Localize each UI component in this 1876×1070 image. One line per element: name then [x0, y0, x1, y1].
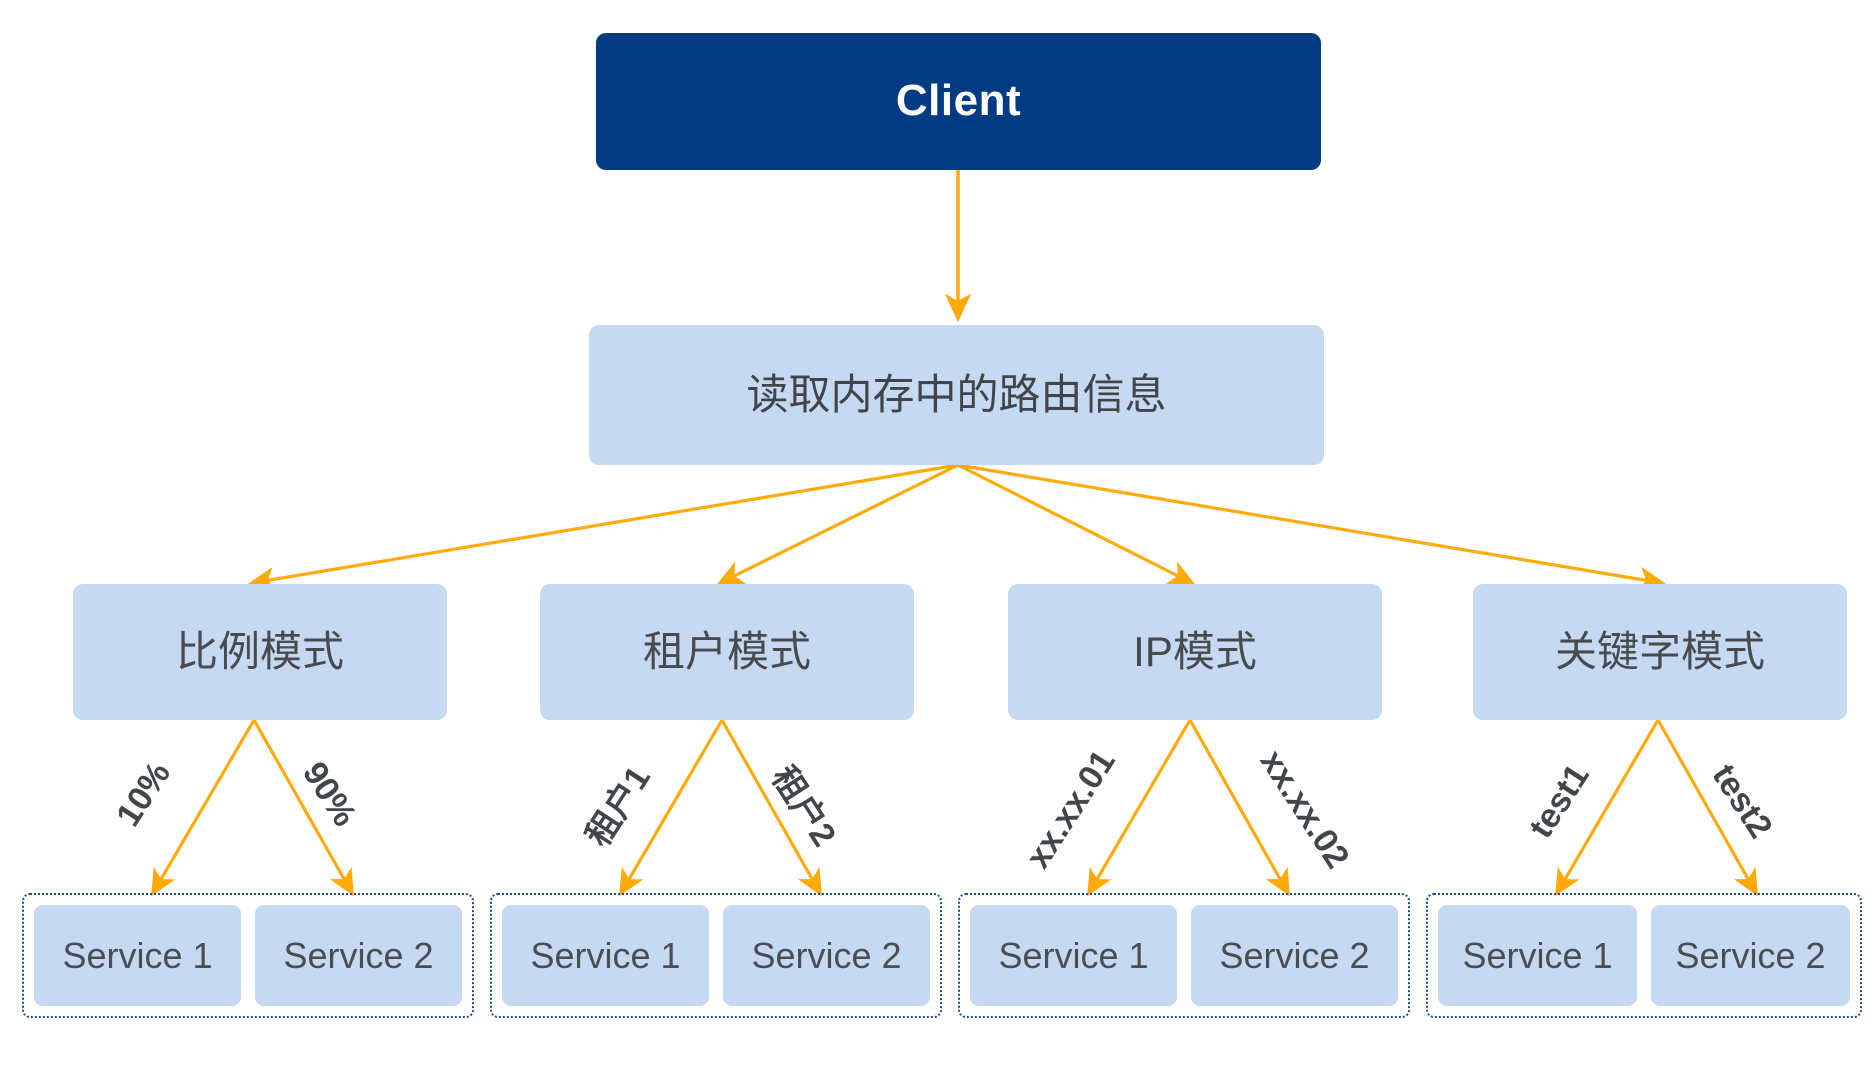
- edge-label-ip-01: xx.xx.01: [1018, 743, 1123, 876]
- service-box[interactable]: Service 2: [723, 905, 930, 1006]
- edge-label-ratio-10-percent: 10%: [109, 755, 179, 834]
- node-mode-ip-label: IP模式: [1133, 627, 1257, 675]
- edge-ratio-to-service1: [151, 719, 256, 897]
- node-mode-ip[interactable]: IP模式: [1008, 584, 1382, 720]
- service-box-label: Service 1: [62, 934, 213, 976]
- node-client[interactable]: Client: [596, 33, 1321, 170]
- service-box[interactable]: Service 1: [34, 905, 241, 1006]
- service-group-keyword: Service 1 Service 2: [1426, 893, 1862, 1018]
- edge-label-keyword-test2: test2: [1704, 757, 1780, 845]
- service-box-label: Service 2: [751, 934, 902, 976]
- edge-label-ip-02: xx.xx.02: [1252, 743, 1357, 876]
- edge-ip-to-service2: [1188, 719, 1290, 897]
- service-box[interactable]: Service 2: [1191, 905, 1398, 1006]
- edge-label-ratio-90-percent: 90%: [294, 755, 364, 834]
- node-mode-tenant-label: 租户模式: [642, 627, 811, 675]
- node-read-routing-info[interactable]: 读取内存中的路由信息: [589, 325, 1324, 465]
- node-mode-tenant[interactable]: 租户模式: [540, 584, 914, 720]
- node-mode-keyword-label: 关键字模式: [1554, 627, 1765, 675]
- node-mode-ratio-label: 比例模式: [175, 627, 344, 675]
- edge-label-keyword-test1: test1: [1521, 757, 1597, 845]
- edge-router-to-mode-keyword: [957, 463, 1666, 592]
- service-box[interactable]: Service 1: [970, 905, 1177, 1006]
- service-box[interactable]: Service 1: [502, 905, 709, 1006]
- edge-ip-to-service1: [1087, 719, 1192, 897]
- node-mode-keyword[interactable]: 关键字模式: [1473, 584, 1847, 720]
- edge-label-tenant-1: 租户1: [578, 759, 659, 854]
- service-box[interactable]: Service 2: [255, 905, 462, 1006]
- service-box-label: Service 1: [1462, 934, 1613, 976]
- node-read-routing-info-label: 读取内存中的路由信息: [746, 370, 1167, 418]
- service-box[interactable]: Service 2: [1651, 905, 1850, 1006]
- service-box-label: Service 2: [1219, 934, 1370, 976]
- service-group-ratio: Service 1 Service 2: [22, 893, 474, 1018]
- service-box-label: Service 1: [530, 934, 681, 976]
- node-mode-ratio[interactable]: 比例模式: [73, 584, 447, 720]
- edge-label-tenant-2: 租户2: [763, 759, 844, 854]
- service-group-ip: Service 1 Service 2: [958, 893, 1410, 1018]
- service-group-tenant: Service 1 Service 2: [490, 893, 942, 1018]
- edge-router-to-mode-ratio: [248, 463, 959, 592]
- service-box-label: Service 1: [998, 934, 1149, 976]
- node-client-label: Client: [895, 76, 1022, 126]
- service-box[interactable]: Service 1: [1438, 905, 1637, 1006]
- edge-router-to-mode-tenant: [716, 463, 959, 585]
- service-box-label: Service 2: [1675, 934, 1826, 976]
- edge-router-to-mode-ip: [957, 463, 1196, 585]
- service-box-label: Service 2: [283, 934, 434, 976]
